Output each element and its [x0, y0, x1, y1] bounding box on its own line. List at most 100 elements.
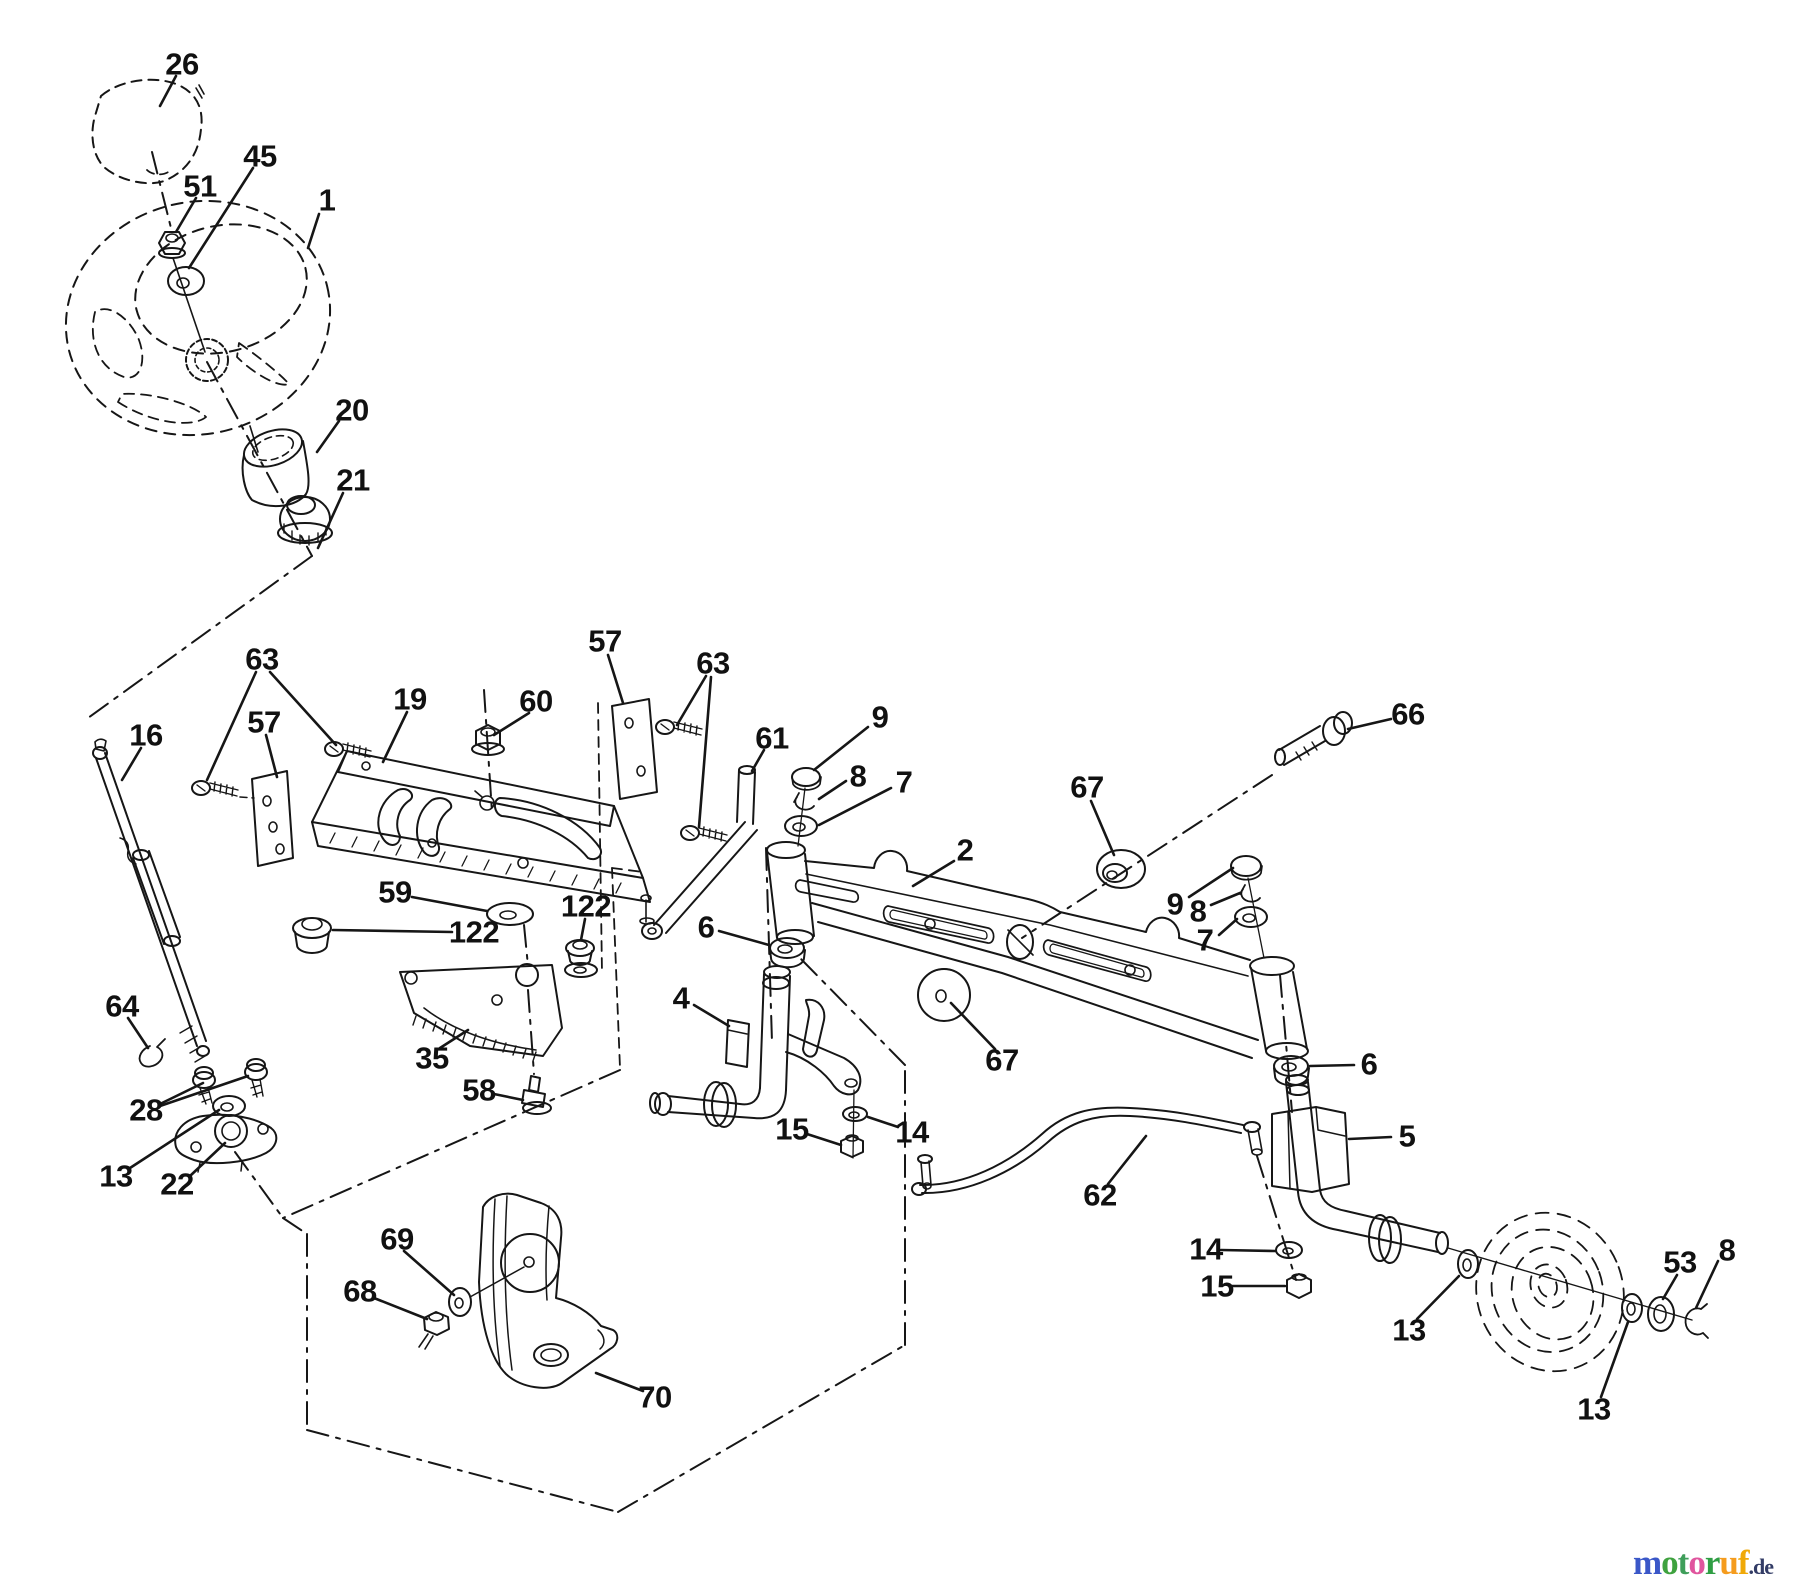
leader-8 [1209, 891, 1242, 907]
leader-53 [1661, 1273, 1679, 1301]
part-callout-67-39: 67 [985, 1042, 1019, 1078]
part-callout-15-37: 15 [775, 1111, 809, 1147]
part-callout-8-21: 8 [1189, 893, 1207, 929]
leader-68 [372, 1296, 429, 1321]
part-callout-122-25: 122 [560, 888, 612, 924]
part-callout-13-48: 13 [1577, 1391, 1611, 1427]
part-callout-2-17: 2 [956, 832, 974, 868]
leader-64 [126, 1016, 150, 1050]
leader-66 [1346, 717, 1393, 731]
part-callout-67-18: 67 [1070, 769, 1104, 805]
leader-35 [438, 1028, 470, 1050]
leader-57 [264, 733, 279, 779]
washer-45 [167, 266, 205, 296]
part-callout-6-26: 6 [697, 909, 715, 945]
front-wheel [1475, 1211, 1625, 1373]
part-callout-4-27: 4 [672, 980, 690, 1016]
nut-15-right [1286, 1273, 1312, 1299]
part-callout-6-41: 6 [1360, 1046, 1378, 1082]
leader-13 [128, 1108, 221, 1170]
leader-122 [331, 928, 454, 934]
part-callout-57-11: 57 [588, 623, 622, 659]
leader-13 [1599, 1320, 1630, 1399]
leader-63 [675, 674, 708, 727]
part-callout-13-32: 13 [99, 1158, 133, 1194]
leader-16 [120, 746, 143, 782]
retainer-clip-64 [138, 1038, 166, 1068]
leader-1 [306, 212, 321, 250]
leader-51 [174, 196, 198, 234]
watermark-letter: o [1688, 1543, 1705, 1582]
leader-5 [1347, 1135, 1393, 1141]
part-callout-8-15: 8 [849, 758, 867, 794]
part-callout-5-42: 5 [1398, 1118, 1416, 1154]
watermark-letters: motoruf [1633, 1543, 1750, 1582]
part-callout-20-4: 20 [335, 392, 369, 428]
part-callout-60-10: 60 [519, 683, 553, 719]
part-callout-45-2: 45 [243, 138, 277, 174]
part-callout-122-24: 122 [448, 914, 500, 950]
washer-14-left [842, 1106, 868, 1122]
part-callout-28-31: 28 [129, 1092, 163, 1128]
leader-7 [817, 786, 893, 827]
splined-coupler [277, 495, 333, 546]
part-callout-53-46: 53 [1663, 1244, 1697, 1280]
leader-7 [1217, 917, 1239, 937]
part-callout-8-47: 8 [1718, 1232, 1736, 1268]
sector-gear-35 [399, 963, 563, 1062]
leader-15 [805, 1132, 843, 1147]
leader-6 [717, 929, 771, 947]
part-callout-35-29: 35 [415, 1040, 449, 1076]
steering-plate [311, 750, 651, 903]
phantom-lines [234, 689, 1297, 1513]
washer-53 [1647, 1296, 1675, 1332]
leader-14 [1219, 1248, 1277, 1253]
leader-9 [1187, 866, 1235, 899]
leader-67 [1089, 799, 1116, 857]
washer-69 [448, 1287, 472, 1317]
nut-68 [418, 1311, 450, 1350]
bushing-122-left [292, 917, 332, 954]
watermark-letter: f [1737, 1543, 1750, 1582]
leader-69 [402, 1249, 456, 1297]
washer-13-outer [1621, 1293, 1643, 1323]
drag-link [911, 1106, 1244, 1196]
watermark-letter: m [1633, 1543, 1662, 1582]
part-callout-66-19: 66 [1391, 696, 1425, 732]
leader-6 [1308, 1063, 1356, 1068]
part-callout-16-6: 16 [129, 717, 163, 753]
part-callout-62-40: 62 [1083, 1177, 1117, 1213]
part-callout-63-7: 63 [245, 641, 279, 677]
steering-wheel-cap [91, 78, 205, 185]
column-centerline [87, 151, 313, 719]
part-callout-64-28: 64 [105, 988, 139, 1024]
leader-57 [606, 653, 625, 705]
leader-13 [1415, 1274, 1461, 1321]
phantom-dashed [597, 702, 644, 1069]
leader-45 [187, 166, 255, 270]
leader-62 [1106, 1134, 1148, 1186]
washer-13-hub [1457, 1249, 1479, 1279]
leader-63 [268, 670, 338, 747]
leader-28 [158, 1081, 205, 1106]
part-callout-70-36: 70 [638, 1379, 672, 1415]
cap-clip-washer-left [784, 767, 822, 847]
pivot-bolt-66 [1274, 711, 1353, 766]
leader-4 [692, 1003, 731, 1028]
part-callout-14-38: 14 [895, 1114, 929, 1150]
leader-22 [188, 1141, 227, 1178]
part-callout-57-8: 57 [247, 704, 281, 740]
steering-wheel [64, 199, 332, 437]
leader-2 [911, 859, 956, 888]
steering-boot [241, 425, 310, 508]
spindle-right [1271, 1074, 1693, 1321]
leader-26 [158, 74, 178, 108]
leader-60 [492, 711, 531, 737]
axle-assembly [766, 841, 1309, 1060]
leader-70 [594, 1371, 645, 1393]
part-callout-15-44: 15 [1200, 1268, 1234, 1304]
leader-59 [410, 895, 489, 913]
part-callout-9-14: 9 [871, 699, 889, 735]
